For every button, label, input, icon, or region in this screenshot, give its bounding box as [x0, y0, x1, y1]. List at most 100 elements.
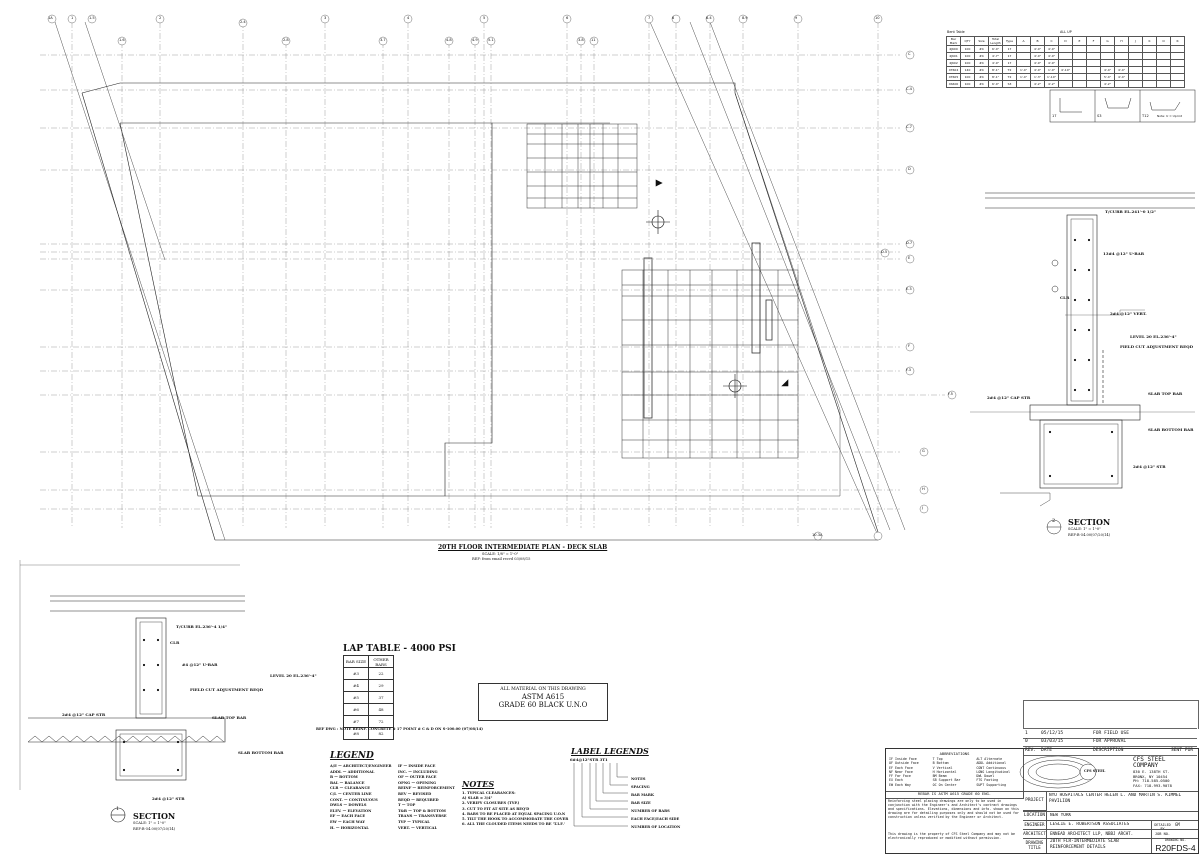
material-note-box: ALL MATERIAL ON THIS DRAWING ASTM A615 G…	[478, 683, 608, 721]
abbreviation-item: EF Each Face	[889, 765, 913, 770]
grid-label: 4	[407, 16, 410, 20]
bar-table-cell	[1156, 52, 1171, 60]
drawing-no-label: DRAWING NO.	[1151, 838, 1199, 844]
bar-table-cell: 4J600	[946, 45, 961, 53]
bar-table-cell: 4'-7"	[988, 52, 1003, 60]
bar-table-cell: 4'-4"	[1114, 73, 1129, 81]
bar-table-cell: T2	[1002, 73, 1017, 81]
abbreviation-item: LONG Longitudinal	[976, 769, 1011, 774]
bar-table-cell: 100	[960, 73, 975, 81]
grid-label: 1	[71, 16, 74, 20]
bar-table-cell: 100	[960, 80, 975, 88]
bar-table-cell: 6'-0"	[988, 80, 1003, 88]
abbreviation-item: DWL Dowel	[976, 774, 995, 779]
bar-table-cell: 100	[960, 59, 975, 67]
bar-table-cell	[1114, 52, 1129, 60]
bar-table-cell	[1128, 66, 1143, 74]
bar-table-col-header: C	[1044, 36, 1059, 46]
lap-header-other-bars: OTHER BARS	[368, 655, 394, 668]
bar-table-cell	[1114, 45, 1129, 53]
revision-blank-area	[1023, 700, 1199, 729]
section1-title: SECTION	[133, 811, 176, 821]
bar-table-col-header: A	[1016, 36, 1031, 46]
logo-text: CFS STEEL	[1084, 769, 1106, 773]
grid-row-label: H	[922, 487, 925, 491]
grid-row-label: E	[908, 256, 911, 260]
section1-note: LEVEL 20 EL.236'-4"	[270, 673, 317, 678]
bar-table-cell	[1072, 80, 1087, 88]
plan-title: 20TH FLOOR INTERMEDIATE PLAN - DECK SLAB	[438, 544, 608, 551]
company-logo	[1019, 755, 1097, 789]
abbreviation-item: ADDL Additional	[976, 761, 1007, 766]
bar-table-cell: 140	[960, 66, 975, 74]
bar-table-cell	[1142, 52, 1157, 60]
section2-note: CLR	[1060, 295, 1070, 300]
bar-table-cell	[1170, 73, 1185, 81]
section1-note: 2#4 @12" STR	[152, 796, 185, 801]
project-label: PROJECT	[1023, 791, 1047, 811]
lap-header-bar-size: BAR SIZE	[343, 655, 369, 668]
bar-table-cell	[1072, 52, 1087, 60]
section1-ref: REF:B-54.00(07/20/14)	[133, 827, 176, 831]
bar-table-cell	[1058, 80, 1073, 88]
bar-table-cell: 4T605	[946, 73, 961, 81]
grid-row-label: D	[908, 167, 911, 171]
bar-table-cell: #4	[974, 52, 989, 60]
bar-table-cell: 6'-0"	[988, 45, 1003, 53]
abbreviation-item: SB Support Bar	[932, 778, 961, 783]
section2-scale: SCALE: 1" = 1'-0"	[1068, 527, 1101, 531]
grid-row-label: C.4	[906, 87, 912, 91]
shape-note: Note: U = Uprint	[1157, 114, 1182, 118]
grid-label: 1.6	[119, 38, 125, 42]
revision-header: REV. DATE DESCRIPTION SENT FOR	[1023, 746, 1197, 756]
plan-ref: REF: from email recvd 03/08/15	[472, 557, 531, 561]
bar-table-col-header: Size	[974, 36, 989, 46]
section2-note: 13#4 @12" U-BAR	[1103, 251, 1145, 256]
bar-table-cell	[1058, 45, 1073, 53]
bar-table-cell	[1086, 45, 1101, 53]
grid-row-label: F	[908, 344, 911, 348]
location-label: LOCATION	[1023, 811, 1047, 820]
bar-table-cell	[1100, 59, 1115, 67]
bar-table-col-header: Total Length	[988, 36, 1003, 46]
section-1-drawing	[19, 560, 245, 823]
bar-table-cell	[1156, 73, 1171, 81]
grid-label: 3	[324, 16, 327, 20]
grid-label: 5.1	[488, 38, 494, 42]
disclaimer: Reinforcing steel placing drawings are o…	[888, 799, 1020, 819]
bar-table-cell: 8'-1"	[988, 73, 1003, 81]
legend-title: LEGEND	[330, 751, 374, 761]
grid-row-label: D.7	[906, 241, 913, 245]
bar-table-cell	[1016, 52, 1031, 60]
bar-table-cell	[1072, 66, 1087, 74]
bar-table-cell	[1086, 80, 1101, 88]
shape-label: 17	[1052, 114, 1057, 118]
abbreviation-item: NF Near Face	[889, 769, 913, 774]
bar-table-cell	[1072, 45, 1087, 53]
grid-label: 2.8	[283, 38, 289, 42]
abbreviation-item: ALT Alternate	[976, 757, 1003, 761]
abbreviation-item: EW Each Way	[889, 782, 911, 787]
label-legend-leaders	[573, 763, 628, 827]
bar-table-cell	[1016, 45, 1031, 53]
bar-table-cell: S3	[1002, 80, 1017, 88]
abbreviation-item: OC On Center	[932, 782, 957, 787]
bar-table-cell	[1170, 45, 1185, 53]
bar-table-col-header: F	[1086, 36, 1101, 46]
grid-row-label: J	[922, 506, 924, 510]
drawing-title-label: DRAWING TITLE	[1023, 838, 1047, 853]
section2-note: T/CURB EL.241'-0 1/2"	[1105, 209, 1156, 214]
table-row: 0 03/03/15 FOR APPROVAL	[1023, 737, 1197, 747]
bar-table-cell: 1'-0"	[1044, 66, 1059, 74]
section2-note: 2#4 @12" CAP STR	[987, 395, 1031, 400]
material-line3: GRADE 60 BLACK U.N.O	[498, 701, 588, 710]
section1-note: SLAB BOTTOM BAR	[238, 750, 284, 755]
